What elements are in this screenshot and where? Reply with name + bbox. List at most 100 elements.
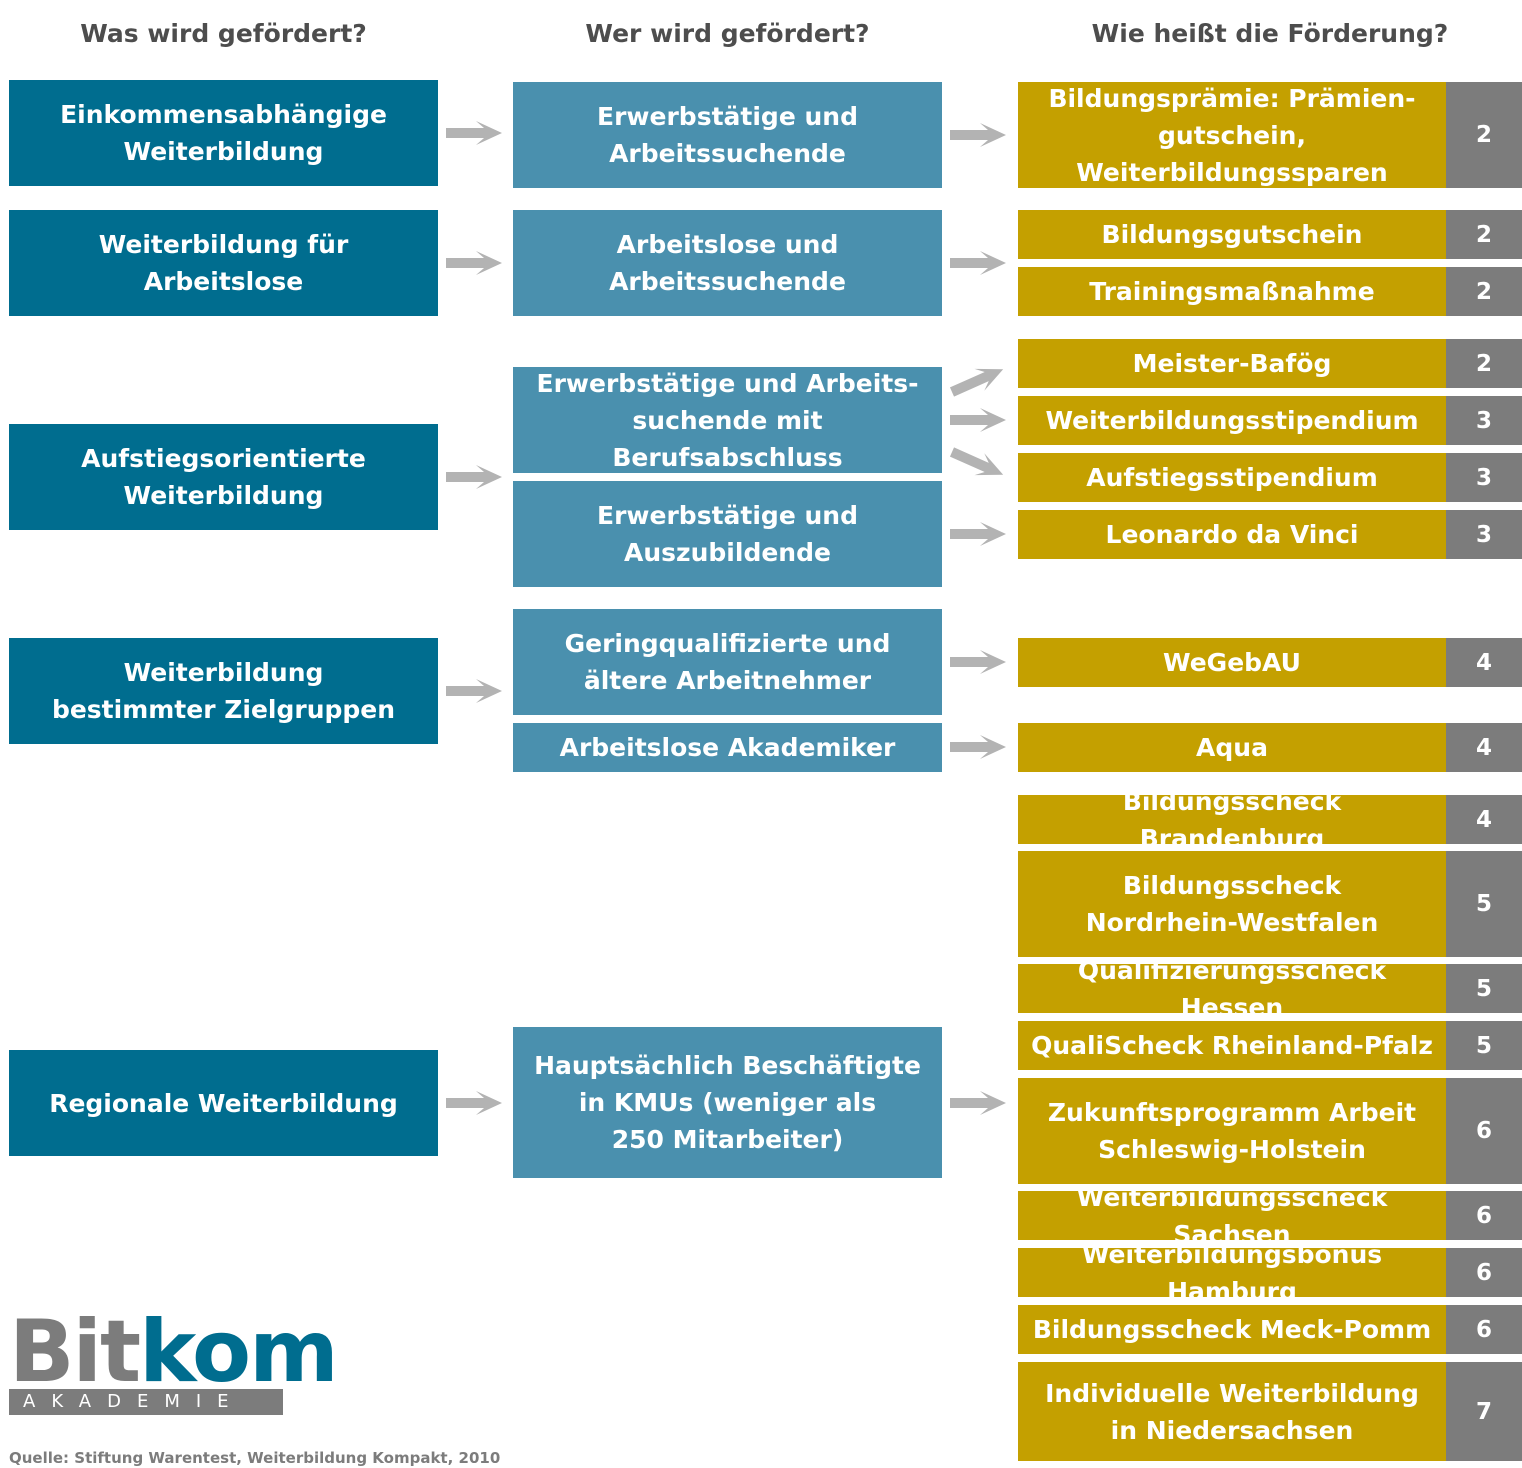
program-number: 4 xyxy=(1446,795,1522,844)
arrow-right-icon xyxy=(950,251,1006,275)
arrow-right-icon xyxy=(950,650,1006,674)
program-box: Bildungsgutschein xyxy=(1018,210,1446,259)
program-number: 7 xyxy=(1446,1362,1522,1461)
category-label: Weiterbildung für Arbeitslose xyxy=(98,230,349,296)
program-label: Meister-Bafög xyxy=(1132,349,1332,378)
arrow-right-icon xyxy=(446,121,502,145)
program-number: 6 xyxy=(1446,1078,1522,1184)
program-label: Weiterbildungsbonus Hamburg xyxy=(1081,1239,1383,1306)
program-box: Qualifizierungsscheck Hessen xyxy=(1018,956,1446,1022)
program-label: Bildungsprämie: Prämien- gutschein, Weit… xyxy=(1048,83,1416,187)
logo-wordmark: Bitkom xyxy=(9,1309,339,1395)
program-number: 5 xyxy=(1446,964,1522,1013)
target-group-label: Erwerbstätige und Arbeits- suchende mit … xyxy=(536,368,919,472)
program-number: 2 xyxy=(1446,82,1522,188)
target-group-label: Arbeitslose und Arbeitssuchende xyxy=(609,230,846,296)
category-box: Aufstiegsorientierte Weiterbildung xyxy=(9,424,438,530)
arrow-right-icon xyxy=(446,1091,502,1115)
program-box: Bildungsprämie: Prämien- gutschein, Weit… xyxy=(1018,82,1446,188)
program-label: Weiterbildungsstipendium xyxy=(1045,406,1419,435)
program-label: Zukunftsprogramm Arbeit Schleswig-Holste… xyxy=(1047,1098,1417,1164)
source-note: Quelle: Stiftung Warentest, Weiterbildun… xyxy=(9,1449,501,1467)
program-number: 5 xyxy=(1446,1021,1522,1070)
category-box: Weiterbildung bestimmter Zielgruppen xyxy=(9,638,438,744)
target-group-label: Erwerbstätige und Auszubildende xyxy=(597,501,858,567)
category-label: Einkommensabhängige Weiterbildung xyxy=(60,100,387,166)
program-label: WeGebAU xyxy=(1163,648,1301,677)
program-box: Individuelle Weiterbildung in Niedersach… xyxy=(1018,1362,1446,1461)
program-box: Weiterbildungsbonus Hamburg xyxy=(1018,1240,1446,1306)
program-box: Aqua xyxy=(1018,723,1446,772)
header-what: Was wird gefördert? xyxy=(80,19,367,48)
arrow-right-icon xyxy=(950,123,1006,147)
program-label: Leonardo da Vinci xyxy=(1105,520,1359,549)
arrow-right-icon xyxy=(950,408,1006,432)
program-box: Weiterbildungsscheck Sachsen xyxy=(1018,1183,1446,1249)
program-number: 4 xyxy=(1446,638,1522,687)
program-label: Bildungsgutschein xyxy=(1101,220,1363,249)
target-group-box: Erwerbstätige und Arbeitssuchende xyxy=(513,82,942,188)
arrow-right-icon xyxy=(446,251,502,275)
program-label: Trainingsmaßnahme xyxy=(1089,277,1375,306)
category-box: Regionale Weiterbildung xyxy=(9,1050,438,1156)
target-group-label: Geringqualifizierte und ältere Arbeitneh… xyxy=(564,629,891,695)
program-box: WeGebAU xyxy=(1018,638,1446,687)
category-label: Regionale Weiterbildung xyxy=(49,1088,398,1118)
arrow-up-right-icon xyxy=(947,358,1009,403)
program-number: 2 xyxy=(1446,267,1522,316)
program-number: 4 xyxy=(1446,723,1522,772)
program-box: Leonardo da Vinci xyxy=(1018,510,1446,559)
program-label: Bildungsscheck Nordrhein-Westfalen xyxy=(1085,871,1379,937)
header-name: Wie heißt die Förderung? xyxy=(1091,19,1449,48)
program-label: Bildungsscheck Brandenburg xyxy=(1122,786,1342,853)
program-label: Individuelle Weiterbildung in Niedersach… xyxy=(1045,1378,1419,1445)
program-label: QualiScheck Rheinland-Pfalz xyxy=(1031,1031,1433,1060)
logo-subline: AKADEMIE xyxy=(9,1389,283,1415)
arrow-right-icon xyxy=(950,522,1006,546)
program-number: 3 xyxy=(1446,396,1522,445)
target-group-box: Hauptsächlich Beschäftigte in KMUs (weni… xyxy=(513,1027,942,1178)
program-number: 3 xyxy=(1446,453,1522,502)
program-box: Bildungsscheck Nordrhein-Westfalen xyxy=(1018,851,1446,957)
program-label: Aufstiegsstipendium xyxy=(1086,463,1378,492)
program-box: Aufstiegsstipendium xyxy=(1018,453,1446,502)
category-box: Einkommensabhängige Weiterbildung xyxy=(9,80,438,186)
program-number: 6 xyxy=(1446,1248,1522,1297)
category-label: Aufstiegsorientierte Weiterbildung xyxy=(81,444,366,510)
logo-word-part2: kom xyxy=(139,1302,339,1402)
program-number: 3 xyxy=(1446,510,1522,559)
category-box: Weiterbildung für Arbeitslose xyxy=(9,210,438,316)
program-number: 2 xyxy=(1446,210,1522,259)
program-label: Weiterbildungsscheck Sachsen xyxy=(1076,1182,1388,1249)
bitkom-logo: Bitkom AKADEMIE xyxy=(9,1309,339,1415)
target-group-box: Geringqualifizierte und ältere Arbeitneh… xyxy=(513,609,942,715)
target-group-label: Erwerbstätige und Arbeitssuchende xyxy=(597,102,858,168)
program-box: Zukunftsprogramm Arbeit Schleswig-Holste… xyxy=(1018,1078,1446,1184)
arrow-right-icon xyxy=(950,735,1006,759)
arrow-down-right-icon xyxy=(947,441,1009,486)
program-box: Meister-Bafög xyxy=(1018,339,1446,388)
program-number: 5 xyxy=(1446,851,1522,957)
arrow-right-icon xyxy=(950,1091,1006,1115)
category-label: Weiterbildung bestimmter Zielgruppen xyxy=(51,658,396,724)
target-group-label: Arbeitslose Akademiker xyxy=(559,733,896,762)
program-box: Bildungsscheck Meck-Pomm xyxy=(1018,1305,1446,1354)
program-box: Weiterbildungsstipendium xyxy=(1018,396,1446,445)
target-group-box: Erwerbstätige und Auszubildende xyxy=(513,481,942,587)
program-number: 6 xyxy=(1446,1305,1522,1354)
target-group-box: Arbeitslose und Arbeitssuchende xyxy=(513,210,942,316)
target-group-box: Erwerbstätige und Arbeits- suchende mit … xyxy=(513,367,942,473)
program-number: 6 xyxy=(1446,1191,1522,1240)
logo-word-part1: Bit xyxy=(9,1302,141,1402)
header-who: Wer wird gefördert? xyxy=(585,19,870,48)
program-label: Qualifizierungsscheck Hessen xyxy=(1077,955,1387,1022)
arrow-right-icon xyxy=(446,679,502,703)
program-box: Trainingsmaßnahme xyxy=(1018,267,1446,316)
target-group-label: Hauptsächlich Beschäftigte in KMUs (weni… xyxy=(534,1051,921,1154)
program-box: Bildungsscheck Brandenburg xyxy=(1018,787,1446,853)
target-group-box: Arbeitslose Akademiker xyxy=(513,723,942,772)
program-label: Aqua xyxy=(1196,733,1268,762)
program-number: 2 xyxy=(1446,339,1522,388)
program-label: Bildungsscheck Meck-Pomm xyxy=(1032,1315,1432,1344)
